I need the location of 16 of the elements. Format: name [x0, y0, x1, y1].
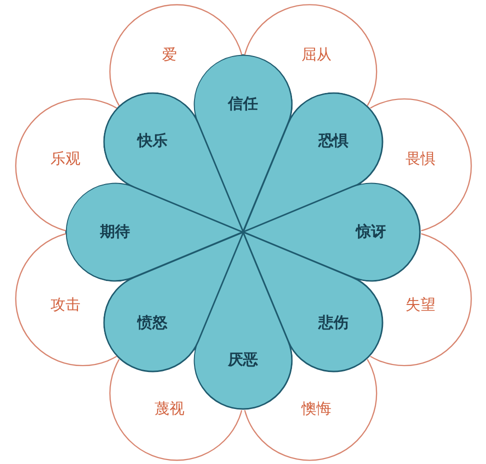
emotion-label: 乐观	[50, 151, 81, 166]
emotion-label: 悲伤	[318, 315, 348, 330]
emotion-label: 快乐	[137, 134, 168, 149]
emotion-label: 恐惧	[318, 134, 348, 149]
emotion-label: 失望	[405, 298, 436, 313]
emotion-label: 期待	[100, 224, 130, 240]
emotion-label: 畏惧	[405, 151, 436, 166]
emotion-label: 蔑视	[154, 402, 185, 417]
emotion-label: 爱	[162, 47, 178, 62]
emotion-label: 信任	[228, 96, 258, 112]
emotion-label: 厌恶	[228, 352, 258, 368]
emotion-label: 攻击	[50, 298, 81, 313]
emotion-label: 屈从	[301, 47, 332, 62]
emotion-label: 惊讶	[356, 224, 386, 240]
emotion-label: 懊悔	[301, 402, 332, 417]
emotion-label: 愤怒	[137, 315, 168, 330]
